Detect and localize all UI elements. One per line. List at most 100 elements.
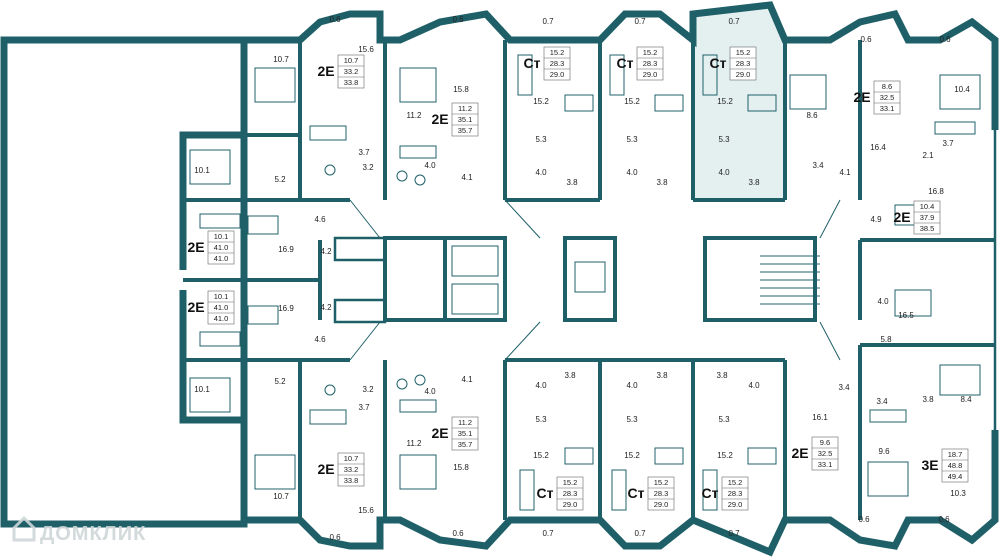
- room-area-label: 4.1: [839, 168, 851, 177]
- apartment-area-box: [207, 230, 235, 265]
- room-area-label: 4.0: [877, 297, 889, 306]
- room-area-label: 8.4: [960, 395, 972, 404]
- room-area-label: 0.6: [329, 533, 341, 542]
- apartment-area-box: [543, 46, 571, 81]
- living-area-value: 15.2: [728, 478, 743, 487]
- room-area-label: 15.8: [453, 463, 469, 472]
- room-area-label: 3.4: [838, 383, 850, 392]
- room-area-label: 0.7: [634, 529, 646, 538]
- room-area-label: 4.6: [314, 335, 326, 344]
- room-area-label: 0.6: [860, 35, 872, 44]
- room-area-label: 3.8: [656, 371, 668, 380]
- apartment-br-2e[interactable]: 2Е9.632.533.1: [791, 436, 839, 471]
- apartment-type-label: Ст: [617, 55, 634, 71]
- apartment-type-label: 2Е: [317, 461, 334, 477]
- room-area-label: 3.8: [922, 395, 934, 404]
- full-area-value: 49.4: [948, 472, 963, 481]
- apartment-type-label: 2Е: [187, 239, 204, 255]
- full-area-value: 29.0: [654, 500, 669, 509]
- apartment-type-label: 2Е: [187, 299, 204, 315]
- total-area-value: 33.2: [344, 465, 359, 474]
- furniture: [189, 54, 981, 511]
- total-area-value: 35.1: [458, 429, 473, 438]
- apartment-type-label: 2Е: [791, 445, 808, 461]
- room-area-label: 3.8: [716, 371, 728, 380]
- room-area-label: 5.3: [535, 415, 547, 424]
- apartment-tr-2e-a[interactable]: 2Е8.632.533.1: [853, 80, 901, 115]
- room-area-label: 0.7: [634, 17, 646, 26]
- room-area-label: 5.3: [626, 135, 638, 144]
- total-area-value: 33.2: [344, 67, 359, 76]
- living-area-value: 8.6: [882, 82, 892, 91]
- living-area-value: 15.2: [643, 48, 658, 57]
- room-area-label: 10.1: [194, 166, 210, 175]
- room-area-label: 16.5: [898, 311, 914, 320]
- total-area-value: 28.3: [736, 59, 751, 68]
- room-area-label: 9.6: [878, 447, 890, 456]
- watermark-text: ДОМКЛИК: [40, 523, 146, 545]
- full-area-value: 33.1: [818, 460, 833, 469]
- full-area-value: 41.0: [214, 254, 229, 263]
- apartment-type-label: 2Е: [317, 63, 334, 79]
- room-area-label: 4.0: [424, 387, 436, 396]
- room-area-label: 0.6: [938, 515, 950, 524]
- full-area-value: 29.0: [643, 70, 658, 79]
- room-area-label: 0.6: [858, 515, 870, 524]
- apartment-area-box: [636, 46, 664, 81]
- living-area-value: 10.7: [344, 454, 359, 463]
- apartment-area-box: [729, 46, 757, 81]
- room-area-label: 10.1: [194, 385, 210, 394]
- room-area-label: 15.2: [533, 451, 549, 460]
- room-area-label: 8.6: [806, 111, 818, 120]
- room-area-label: 0.7: [542, 17, 554, 26]
- apartment-type-label: 3Е: [921, 457, 938, 473]
- total-area-value: 32.5: [880, 93, 895, 102]
- room-area-label: 10.3: [950, 489, 966, 498]
- living-area-value: 18.7: [948, 450, 963, 459]
- room-area-label: 11.2: [407, 439, 423, 448]
- room-area-label: 10.7: [273, 492, 289, 501]
- room-area-label: 3.8: [566, 178, 578, 187]
- living-area-value: 10.4: [920, 202, 935, 211]
- outer-walls: [179, 1, 999, 557]
- room-area-label: 5.3: [718, 135, 730, 144]
- total-area-value: 28.3: [654, 489, 669, 498]
- room-area-label: 0.7: [728, 529, 740, 538]
- full-area-value: 41.0: [214, 314, 229, 323]
- room-area-label: 10.4: [954, 85, 970, 94]
- room-area-label: 3.8: [564, 371, 576, 380]
- apartment-area-box: [913, 200, 941, 235]
- room-area-label: 0.6: [329, 15, 341, 24]
- apartment-top-st-2[interactable]: Ст 15.2 28.3 29.0: [617, 46, 664, 81]
- core-stairs-elevators: [333, 199, 841, 361]
- room-area-label: 0.7: [542, 529, 554, 538]
- total-area-value: 28.3: [643, 59, 658, 68]
- room-area-label: 16.4: [870, 143, 886, 152]
- apartment-area-box: [337, 54, 365, 89]
- full-area-value: 29.0: [550, 70, 565, 79]
- apartment-type-label: Ст: [710, 55, 727, 71]
- room-area-label: 3.7: [942, 139, 954, 148]
- house-logo-icon: [12, 515, 36, 542]
- total-area-value: 41.0: [214, 243, 229, 252]
- room-area-label: 15.2: [717, 97, 733, 106]
- apartment-type-label: 2Е: [431, 425, 448, 441]
- living-area-value: 15.2: [654, 478, 669, 487]
- apartment-area-box: [556, 476, 584, 511]
- room-area-label: 15.2: [624, 451, 640, 460]
- total-area-value: 28.3: [563, 489, 578, 498]
